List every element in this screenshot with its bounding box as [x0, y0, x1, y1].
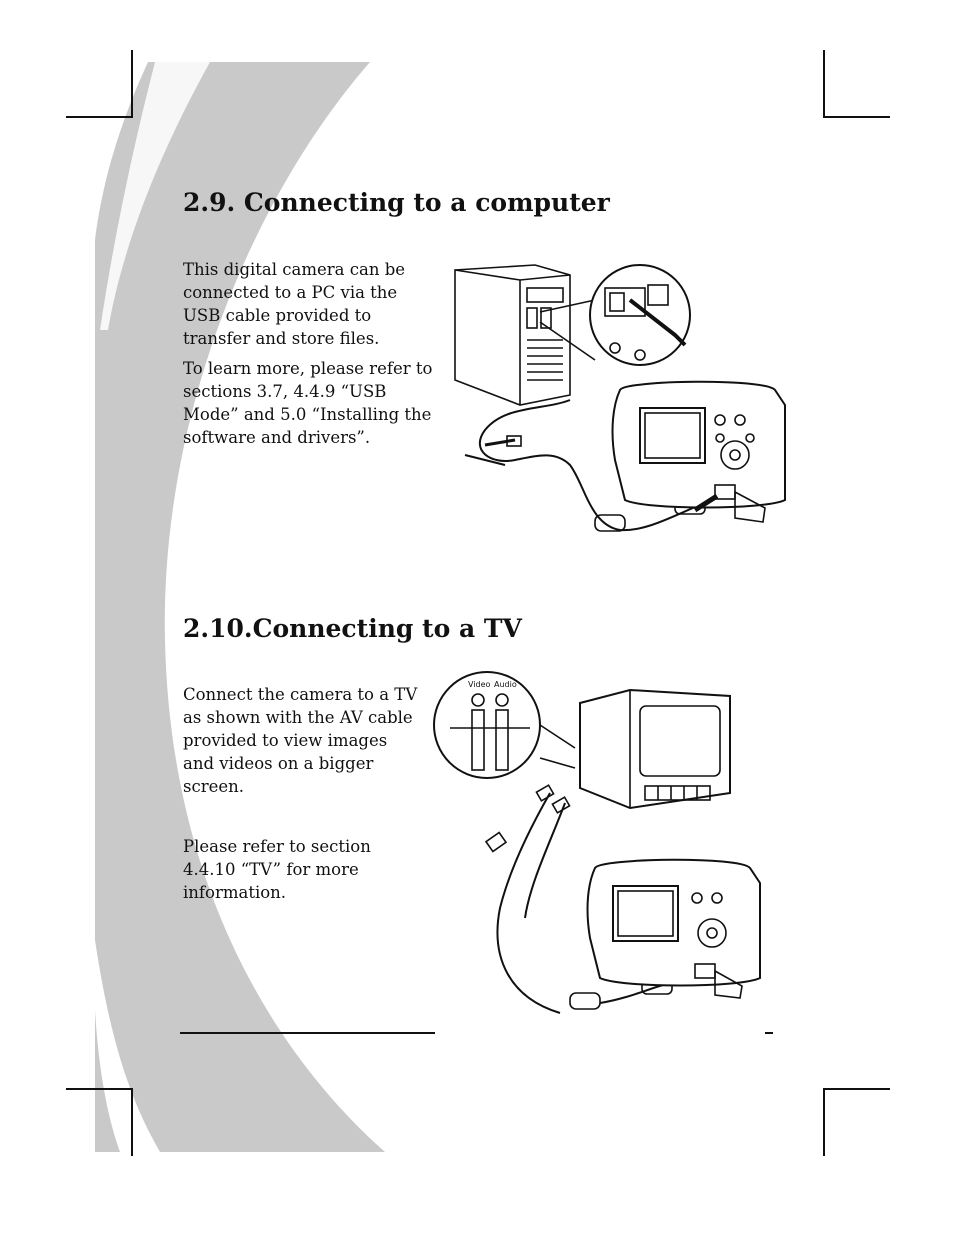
heading-connecting-tv: 2.10.Connecting to a TV: [183, 614, 522, 643]
audio-label: Audio: [494, 680, 517, 689]
crop-mark-br-h: [823, 1088, 890, 1090]
crop-mark-tr-v: [823, 50, 825, 118]
video-label: Video: [468, 680, 491, 689]
crop-mark-bl-h: [66, 1088, 133, 1090]
crop-mark-tl-v: [131, 50, 133, 118]
usb-connection-illustration: [454, 264, 786, 532]
crop-mark-br-v: [823, 1088, 825, 1156]
usb-paragraph-1: This digital camera can be connected to …: [183, 260, 406, 348]
crop-mark-tr-h: [823, 116, 890, 118]
usb-paragraph-2: To learn more, please refer to sections …: [183, 359, 433, 447]
crop-mark-tl-h: [66, 116, 133, 118]
crop-mark-bl-v: [131, 1088, 133, 1156]
tv-paragraph-1: Connect the camera to a TV as shown with…: [183, 685, 418, 796]
tv-connection-illustration: Video Audio: [430, 668, 770, 1043]
footer-mark: [765, 1032, 773, 1034]
tv-paragraph-2: Please refer to section 4.4.10 “TV” for …: [183, 837, 371, 902]
heading-connecting-computer: 2.9. Connecting to a computer: [183, 188, 610, 217]
footer-rule: [180, 1032, 435, 1034]
